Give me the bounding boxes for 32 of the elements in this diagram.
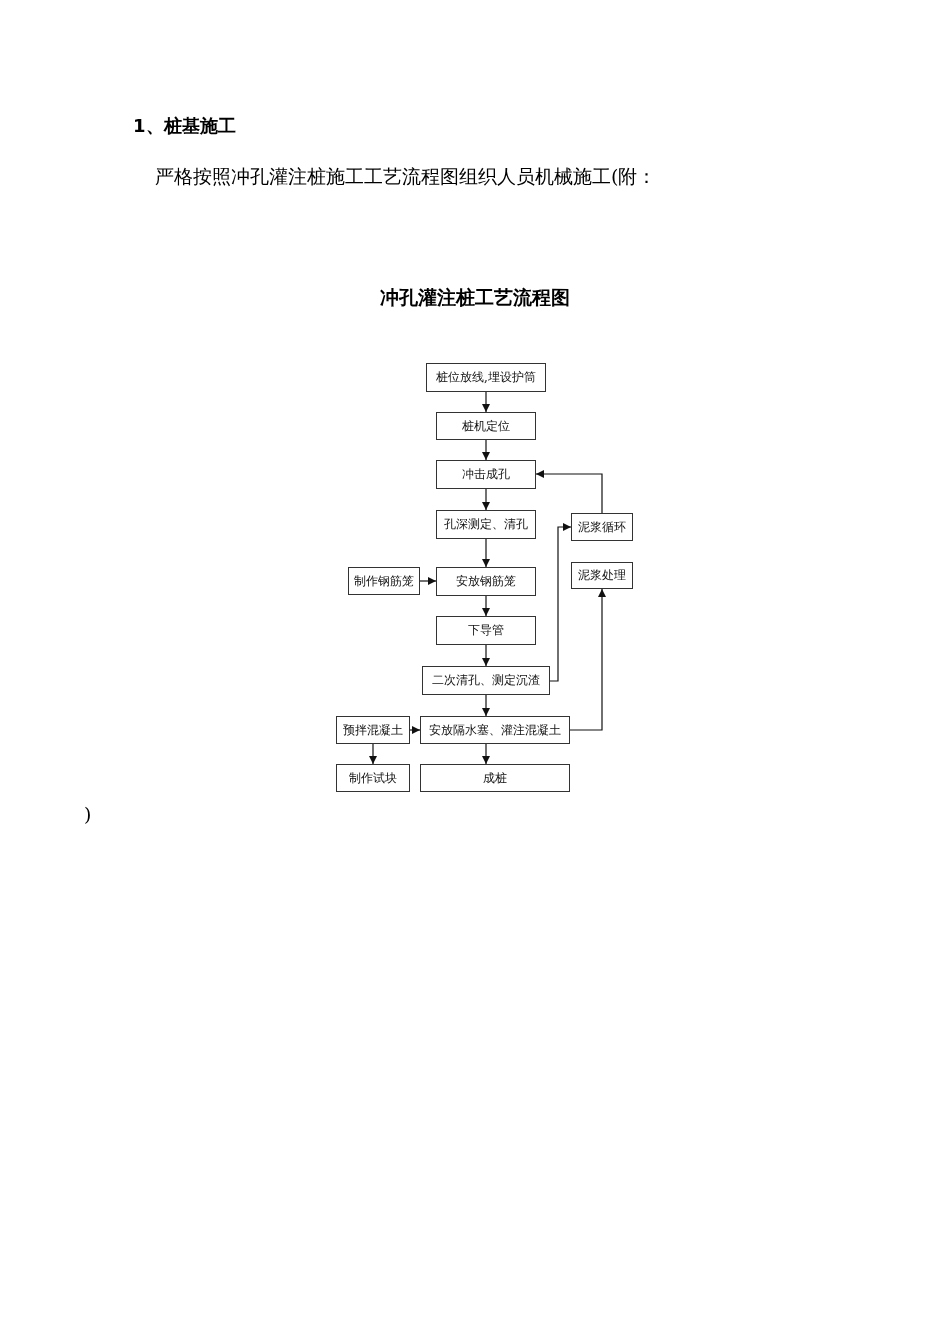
paragraph: 严格按照冲孔灌注桩施工工艺流程图组织人员机械施工(附： <box>155 164 657 189</box>
arrow <box>482 391 490 413</box>
process-box: 安放隔水塞、灌注混凝土 <box>420 716 570 744</box>
process-box: 泥浆循环 <box>571 513 633 541</box>
process-box: 孔深测定、清孔 <box>436 510 536 539</box>
arrow <box>409 726 421 734</box>
process-box: 制作试块 <box>336 764 410 792</box>
process-box: 桩位放线,埋设护筒 <box>426 363 546 392</box>
diagram-title: 冲孔灌注桩工艺流程图 <box>380 286 570 308</box>
arrow <box>482 488 490 511</box>
arrow <box>535 470 603 514</box>
arrow <box>549 523 572 682</box>
section-heading: 1、桩基施工 <box>133 114 236 138</box>
closing-parenthesis: ) <box>84 803 92 825</box>
process-box: 制作钢筋笼 <box>348 567 420 595</box>
process-box: 下导管 <box>436 616 536 645</box>
process-box: 泥浆处理 <box>571 562 633 589</box>
process-box: 预拌混凝土 <box>336 716 410 744</box>
arrow <box>482 595 490 617</box>
process-box: 二次清孔、测定沉渣 <box>422 666 550 695</box>
arrow <box>482 538 490 568</box>
process-box: 冲击成孔 <box>436 460 536 489</box>
arrow <box>369 743 377 765</box>
process-box: 桩机定位 <box>436 412 536 440</box>
arrow <box>482 743 490 765</box>
process-box: 安放钢筋笼 <box>436 567 536 596</box>
arrow <box>482 439 490 461</box>
arrow <box>419 577 437 585</box>
process-box: 成桩 <box>420 764 570 792</box>
arrow <box>482 644 490 667</box>
arrow <box>569 588 606 731</box>
arrow <box>482 694 490 717</box>
